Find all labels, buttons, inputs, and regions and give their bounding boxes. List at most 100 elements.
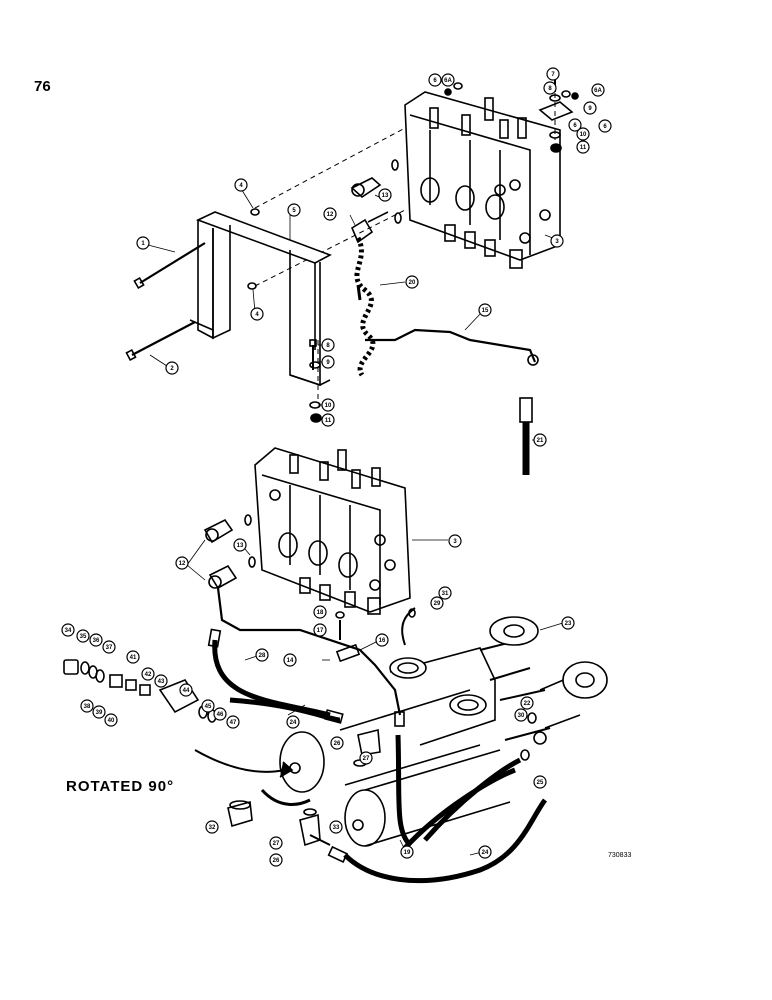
callout-number: 6A: [444, 78, 452, 84]
callout-circle: [583, 101, 597, 115]
callout-1: 1: [136, 236, 150, 250]
hose-21: [519, 397, 533, 475]
callout-number: 40: [108, 718, 115, 724]
control-valve-upper: [404, 91, 574, 269]
callout-number: 7: [551, 72, 555, 78]
callout-37: 37: [102, 640, 116, 654]
callout-number: 44: [183, 688, 190, 694]
callout-24: 24: [478, 845, 492, 859]
callout-number: 33: [333, 825, 340, 831]
callout-number: 11: [325, 418, 332, 424]
callout-33: 33: [329, 820, 343, 834]
callout-21: 21: [533, 433, 547, 447]
callout-circle: [136, 236, 150, 250]
callout-6: 6: [598, 119, 612, 133]
callout-circle: [269, 836, 283, 850]
callout-number: 47: [230, 720, 237, 726]
callout-number: 31: [442, 591, 449, 597]
callout-circle: [378, 188, 392, 202]
callout-number: 9: [326, 360, 330, 366]
rotation-arrow: [194, 749, 286, 773]
callout-13: 13: [233, 538, 247, 552]
callout-number: 4: [239, 183, 243, 189]
callout-9: 9: [583, 101, 597, 115]
callout-4: 4: [250, 307, 264, 321]
callout-32: 32: [205, 820, 219, 834]
callout-13: 13: [378, 188, 392, 202]
callout-5: 5: [287, 203, 301, 217]
callout-circle: [104, 713, 118, 727]
callout-circle: [546, 67, 560, 81]
callout-6: 6: [568, 118, 582, 132]
callout-number: 11: [580, 145, 587, 151]
callout-circle: [76, 629, 90, 643]
callout-circle: [89, 633, 103, 647]
callout-38: 38: [80, 699, 94, 713]
callout-42: 42: [141, 667, 155, 681]
callout-number: 27: [273, 841, 280, 847]
callout-number: 2: [170, 366, 174, 372]
callout-39: 39: [92, 705, 106, 719]
callout-circle: [286, 715, 300, 729]
page-number: 76: [34, 78, 51, 95]
callout-circle: [329, 820, 343, 834]
callout-16: 16: [375, 633, 389, 647]
callout-41: 41: [126, 650, 140, 664]
washers-nuts: [247, 82, 579, 423]
callout-number: 27: [363, 756, 370, 762]
callout-45: 45: [201, 699, 215, 713]
callout-number: 1: [141, 241, 145, 247]
callout-circle: [430, 596, 444, 610]
callout-number: 6: [433, 78, 437, 84]
callout-15: 15: [478, 303, 492, 317]
callout-number: 8: [548, 86, 552, 92]
callout-circle: [201, 699, 215, 713]
callout-40: 40: [104, 713, 118, 727]
callout-circle: [154, 674, 168, 688]
callout-circle: [313, 623, 327, 637]
callout-circle: [165, 361, 179, 375]
callout-number: 35: [80, 634, 87, 640]
callout-number: 22: [524, 701, 531, 707]
callout-circle: [255, 648, 269, 662]
callout-circle: [102, 640, 116, 654]
callout-4: 4: [234, 178, 248, 192]
callout-6: 6: [428, 73, 442, 87]
callout-number: 29: [434, 601, 441, 607]
rotated-label: ROTATED 90°: [66, 778, 175, 795]
callout-26: 26: [269, 853, 283, 867]
callout-43: 43: [154, 674, 168, 688]
callout-18: 18: [313, 605, 327, 619]
callout-22: 22: [520, 696, 534, 710]
callout-circle: [428, 73, 442, 87]
fittings-detail: [63, 608, 537, 847]
callout-24: 24: [286, 715, 300, 729]
callout-circle: [520, 696, 534, 710]
callout-30: 30: [514, 708, 528, 722]
callout-29: 29: [430, 596, 444, 610]
callout-circle: [543, 81, 557, 95]
callout-number: 14: [287, 658, 294, 664]
callout-number: 23: [565, 621, 572, 627]
callout-number: 24: [482, 850, 489, 856]
callout-circle: [313, 605, 327, 619]
hose-coil: [354, 236, 376, 377]
callout-number: 10: [580, 132, 587, 138]
callout-circle: [478, 303, 492, 317]
hoses: [212, 639, 548, 884]
callout-circle: [321, 413, 335, 427]
callout-number: 13: [382, 193, 389, 199]
callout-number: 43: [158, 679, 165, 685]
callout-7: 7: [546, 67, 560, 81]
callout-number: 32: [209, 825, 216, 831]
callout-10: 10: [321, 398, 335, 412]
callout-circle: [92, 705, 106, 719]
callout-19: 19: [400, 845, 414, 859]
callout-8: 8: [543, 81, 557, 95]
callout-number: 5: [292, 208, 296, 214]
callout-6a: 6A: [441, 73, 455, 87]
callout-number: 18: [317, 610, 324, 616]
callout-number: 38: [84, 704, 91, 710]
